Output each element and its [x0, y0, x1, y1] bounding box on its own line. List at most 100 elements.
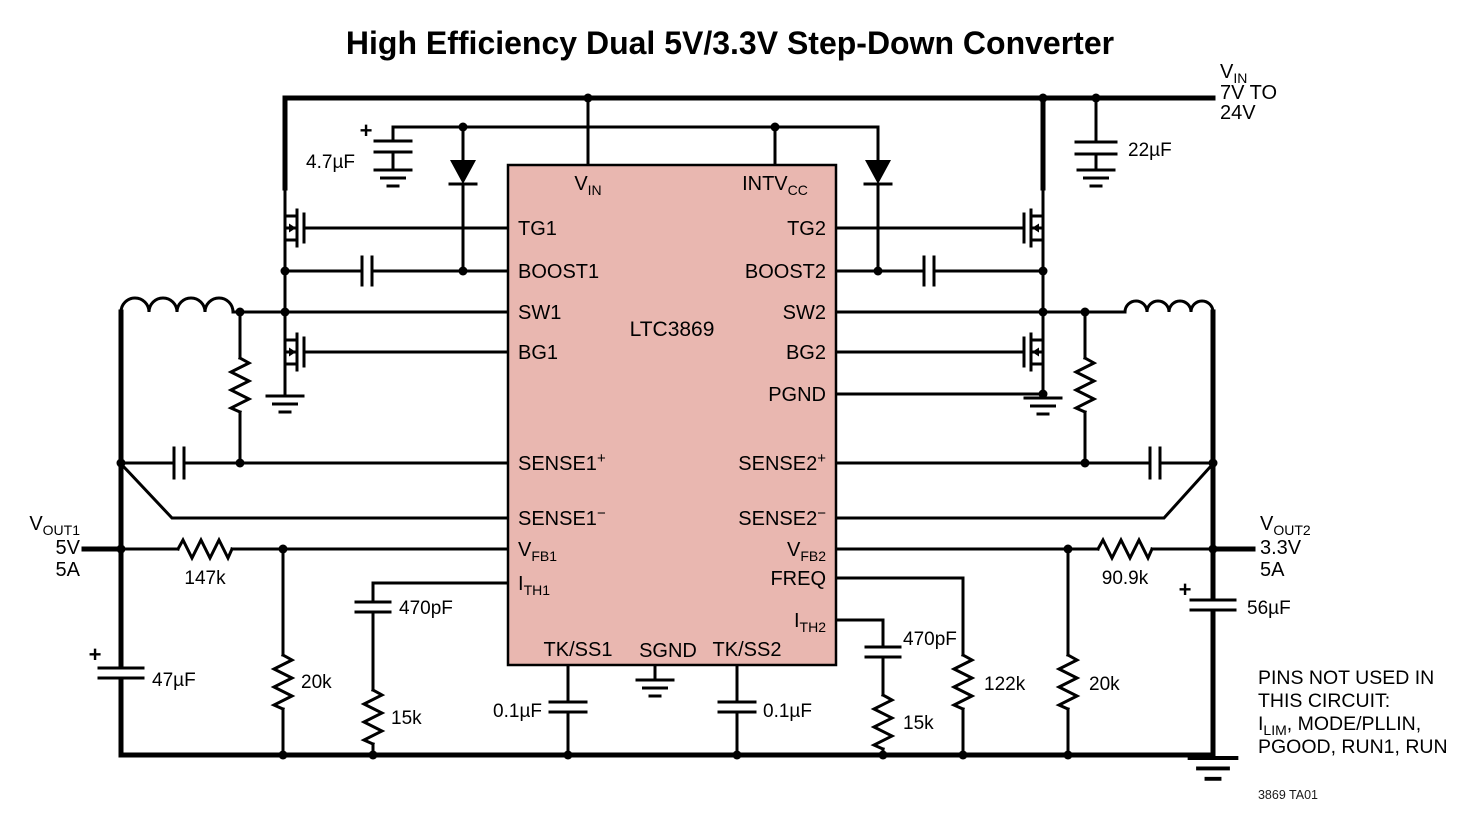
plus-c-out2: + — [1179, 577, 1192, 602]
resistor-sense1 — [229, 356, 251, 414]
label-c-ith1: 470pF — [399, 598, 453, 619]
label-r-fb1-bot: 20k — [301, 672, 332, 693]
label-r-fb1-top: 147k — [184, 568, 226, 589]
pin-sense2-minus: SENSE2− — [738, 505, 826, 530]
figure-id: 3869 TA01 — [1258, 788, 1318, 802]
pin-pgnd: PGND — [768, 384, 826, 406]
label-c-ss1: 0.1µF — [493, 701, 542, 722]
wire-sense1-minus — [120, 463, 510, 520]
pin-sw1: SW1 — [518, 302, 561, 324]
label-r-ith1: 15k — [391, 708, 422, 729]
pin-sense1-minus: SENSE1− — [518, 505, 606, 530]
cap-boost1 — [360, 255, 374, 287]
wire-ith2 — [834, 618, 885, 757]
pin-tkss1: TK/SS1 — [544, 639, 613, 661]
diode-boost1 — [448, 158, 478, 186]
pin-bg1: BG1 — [518, 342, 558, 364]
resistor-122k — [952, 653, 974, 711]
pin-sw2: SW2 — [783, 302, 826, 324]
pin-sgnd: SGND — [639, 640, 697, 662]
pin-tkss2: TK/SS2 — [713, 639, 782, 661]
cap-sense2 — [1148, 446, 1162, 480]
resistor-90.9k — [1096, 538, 1154, 560]
label-r-fb2-top: 90.9k — [1102, 568, 1149, 589]
diagram-title: High Efficiency Dual 5V/3.3V Step-Down C… — [346, 25, 1114, 61]
label-c-in: 22µF — [1128, 140, 1172, 161]
pin-boost1: BOOST1 — [518, 261, 599, 283]
resistor-sense2 — [1074, 356, 1096, 414]
rail-labels: VIN 7V TO 24V VOUT1 5V 5A VOUT2 3.3V 5A — [29, 61, 1311, 581]
signal-wires — [119, 96, 1215, 760]
vout2-label: VOUT2 — [1260, 513, 1311, 538]
ground-icon-input-cap — [1076, 168, 1116, 188]
pin-vfb2: VFB2 — [787, 539, 826, 564]
note-line-3: ILIM, MODE/PLLIN, — [1258, 713, 1421, 738]
cap-out2-56u — [1189, 598, 1237, 612]
pin-bg2: BG2 — [786, 342, 826, 364]
pin-boost2: BOOST2 — [745, 261, 826, 283]
cap-in-22u — [1074, 140, 1118, 156]
pin-ith1: ITH1 — [518, 573, 550, 598]
vout2-current: 5A — [1260, 559, 1285, 581]
resistor-15k-right — [872, 693, 894, 751]
label-c-ith2: 470pF — [903, 629, 957, 650]
resistor-20k-right — [1057, 653, 1079, 711]
cap-boost2 — [922, 255, 936, 287]
label-c-out2: 56µF — [1247, 598, 1291, 619]
mosfet-top-right — [1007, 186, 1045, 270]
resistor-20k-left — [272, 653, 294, 711]
cap-out1-47u — [97, 666, 145, 680]
ic-pin-labels: VIN INTVCC TG1 BOOST1 SW1 BG1 SENSE1+ SE… — [518, 173, 826, 662]
vin-top-rail — [282, 95, 1216, 191]
component-labels: 4.7µF + 22µF 147k 20k 470pF 15k 0.1µF 0.… — [89, 118, 1291, 734]
pin-intvcc: INTVCC — [742, 173, 808, 198]
wire-sense2-minus — [834, 463, 1214, 520]
note-line-2: THIS CIRCUIT: — [1258, 690, 1390, 712]
plus-c-intvcc: + — [360, 118, 373, 143]
cap-sense1 — [172, 446, 186, 480]
vin-label: VIN — [1220, 61, 1247, 86]
label-c-out1: 47µF — [152, 670, 196, 691]
wire-ith1 — [371, 581, 510, 757]
wire-freq — [834, 576, 965, 757]
vin-range-1: 7V TO — [1220, 82, 1277, 104]
cap-intvcc-4u7 — [373, 139, 413, 154]
pin-vfb1: VFB1 — [518, 539, 557, 564]
wire-intvcc-rail — [391, 125, 880, 167]
plus-c-out1: + — [89, 642, 102, 667]
pin-freq: FREQ — [770, 568, 826, 590]
capacitors — [97, 139, 1237, 714]
ground-icon-intvcc-cap — [373, 168, 413, 188]
ground-icon-bottom-right — [1187, 756, 1239, 781]
wire-tg2-bg2 — [834, 226, 1011, 354]
cap-ith2-470p — [864, 645, 902, 659]
inductor-2 — [1123, 299, 1215, 314]
inductor-1 — [119, 296, 235, 314]
label-r-fb2-bot: 20k — [1089, 674, 1120, 695]
note-line-1: PINS NOT USED IN — [1258, 667, 1434, 689]
vout1-voltage: 5V — [56, 537, 81, 559]
cap-ith1-470p — [354, 600, 392, 614]
power-rails — [81, 95, 1256, 758]
pin-tg2: TG2 — [787, 218, 826, 240]
unused-pins-note: PINS NOT USED IN THIS CIRCUIT: ILIM, MOD… — [1258, 667, 1448, 758]
cap-ss2 — [717, 700, 757, 714]
ic-part-number: LTC3869 — [630, 318, 715, 341]
pin-ith2: ITH2 — [794, 610, 826, 635]
label-r-freq: 122k — [984, 674, 1026, 695]
vout2-voltage: 3.3V — [1260, 537, 1302, 559]
label-c-ss2: 0.1µF — [763, 701, 812, 722]
ground-icon-left-fet — [265, 394, 305, 414]
diode-boost2 — [863, 158, 893, 186]
vout1-label: VOUT1 — [29, 513, 80, 538]
mosfet-bottom-right — [1007, 310, 1045, 394]
junction-dots — [116, 93, 1218, 760]
pin-sense2-plus: SENSE2+ — [738, 450, 826, 475]
vin-range-2: 24V — [1220, 102, 1256, 124]
cap-ss1 — [548, 700, 588, 714]
ground-icon-right-fet — [1023, 396, 1063, 416]
resistor-147k — [176, 538, 234, 560]
resistor-15k-left — [362, 688, 384, 746]
